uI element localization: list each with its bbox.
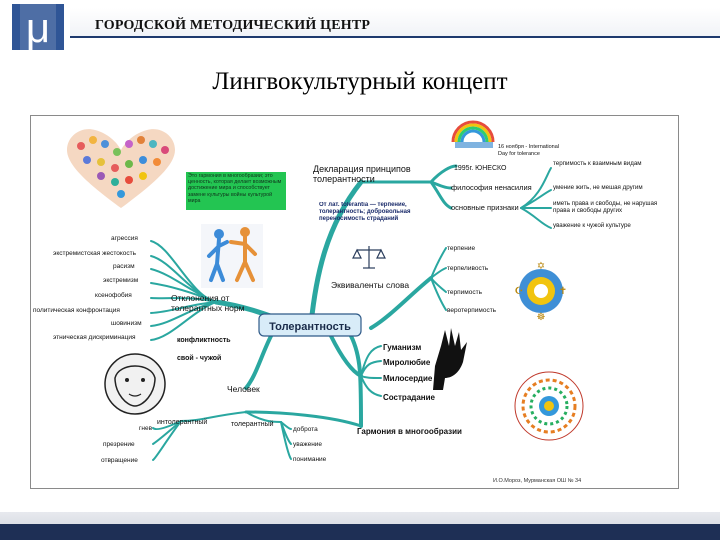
person-node: Человек bbox=[227, 384, 260, 394]
intolerant-item: отвращение bbox=[101, 457, 138, 464]
sign-item: иметь права и свободы, не нарушая права … bbox=[553, 200, 658, 214]
header-stripe bbox=[70, 8, 720, 36]
etymology-note: От лат. tolerantia — терпение, толерантн… bbox=[319, 202, 411, 222]
quality-node: Милосердие bbox=[383, 374, 433, 383]
basic-signs-node: основные признаки bbox=[451, 203, 519, 212]
unesco-node: 1995г. ЮНЕСКО bbox=[454, 165, 507, 172]
sign-item: терпимость к взаимным видам bbox=[553, 160, 642, 167]
rainbow-image bbox=[451, 120, 495, 148]
intolerant-item: гнев bbox=[139, 425, 153, 432]
tolerant-item: уважение bbox=[293, 441, 322, 448]
tolerant-item: доброта bbox=[293, 425, 318, 433]
equivalent-item: терпение bbox=[447, 245, 475, 252]
deviation-item: политическая конфронтация bbox=[33, 307, 120, 314]
tolerant-node: толерантный bbox=[231, 420, 274, 428]
scales-icon bbox=[352, 246, 386, 269]
tolerant-item: понимание bbox=[293, 456, 327, 463]
hand-icon bbox=[433, 328, 467, 390]
center-node-label: Толерантность bbox=[269, 321, 351, 333]
deviation-item: агрессия bbox=[111, 235, 138, 242]
intolerant-node: интолерантный bbox=[157, 418, 207, 426]
sign-item: умение жить, не мешая другим bbox=[553, 184, 643, 191]
logo-letter: μ bbox=[26, 4, 50, 51]
deviation-item: экстремизм bbox=[103, 277, 139, 284]
organization-logo-icon: μ bbox=[12, 4, 64, 51]
header-bar: μ ГОРОДСКОЙ МЕТОДИЧЕСКИЙ ЦЕНТР bbox=[0, 0, 720, 52]
footer-bar bbox=[0, 512, 720, 540]
harmony-node: Гармония в многообразии bbox=[357, 427, 462, 436]
conflict-node: конфликтность bbox=[177, 337, 231, 344]
mind-map-frame: Толерантность Это гармония в многообрази… bbox=[30, 115, 679, 489]
religions-emblem-image: ✡ ☪ ✝ ☸ bbox=[515, 261, 568, 323]
deviation-item: этническая дискриминация bbox=[53, 334, 136, 341]
organization-name: ГОРОДСКОЙ МЕТОДИЧЕСКИЙ ЦЕНТР bbox=[95, 18, 371, 33]
tolerance-day-note: 16 ноября - International Day for tolera… bbox=[498, 144, 560, 157]
portrait-image bbox=[104, 353, 166, 415]
header-line bbox=[70, 36, 720, 38]
sign-item: уважение к чужой культуре bbox=[553, 222, 631, 229]
mind-map: Толерантность Это гармония в многообрази… bbox=[33, 120, 658, 484]
own-alien-node: свой - чужой bbox=[177, 354, 221, 362]
quality-node: Миролюбие bbox=[383, 358, 431, 367]
people-heart-image bbox=[67, 129, 175, 208]
people-figures-image bbox=[201, 224, 263, 288]
svg-text:☸: ☸ bbox=[537, 312, 546, 323]
philosophy-node: философия ненасилия bbox=[451, 183, 532, 192]
quality-node: Гуманизм bbox=[383, 343, 421, 352]
equivalent-item: терпимость bbox=[447, 289, 483, 296]
deviation-item: ксенофобия bbox=[95, 291, 132, 299]
center-node bbox=[258, 313, 362, 337]
intolerant-item: презрение bbox=[103, 441, 135, 448]
green-note-text: Это гармония в многообразии; это ценност… bbox=[188, 173, 282, 204]
deviations-node: Отклонения от толерантных норм bbox=[171, 294, 245, 313]
svg-text:✝: ✝ bbox=[559, 286, 567, 297]
deviation-item: шовинизм bbox=[111, 320, 142, 327]
equivalent-item: веротерпимость bbox=[447, 307, 497, 314]
deviation-item: расизм bbox=[113, 263, 135, 270]
deviation-item: экстремистская жестокость bbox=[53, 250, 137, 257]
green-note-box bbox=[186, 172, 286, 210]
tolerance-emblem-image bbox=[514, 371, 584, 441]
svg-text:☪: ☪ bbox=[515, 286, 524, 297]
equivalents-node: Эквиваленты слова bbox=[331, 280, 409, 290]
slide-title: Лингвокультурный концепт bbox=[212, 68, 508, 95]
author-credit: И.О.Мороз, Мурманская ОШ № 34 bbox=[493, 478, 581, 484]
quality-node: Сострадание bbox=[383, 393, 436, 402]
footer-stripe bbox=[0, 524, 720, 540]
equivalent-item: терпеливость bbox=[447, 265, 489, 272]
declaration-node: Декларация принципов толерантности bbox=[313, 164, 411, 184]
svg-text:✡: ✡ bbox=[537, 261, 545, 272]
